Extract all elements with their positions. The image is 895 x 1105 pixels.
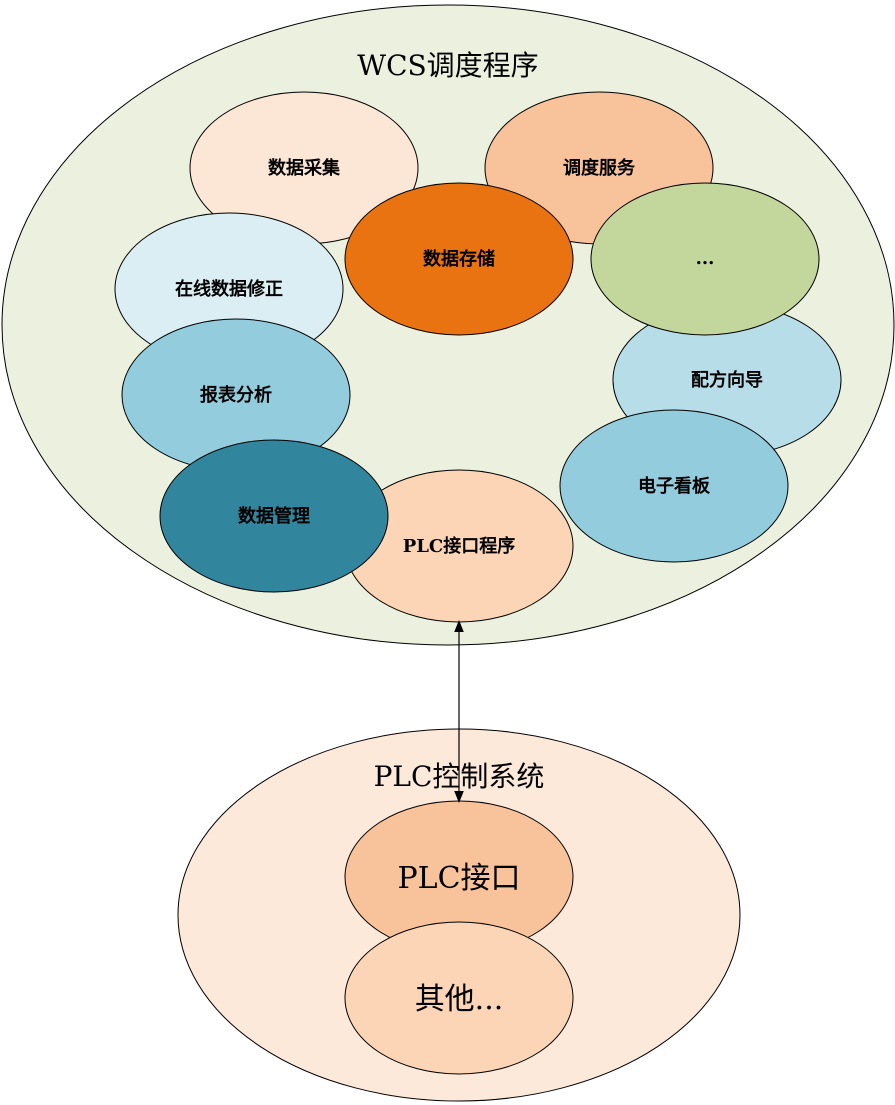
others-node (344, 921, 574, 1075)
wcs-scheduler-title: WCS调度程序 (357, 49, 538, 82)
more-modules-node (590, 182, 820, 336)
report-analysis-label: 报表分析 (200, 384, 272, 406)
data-management-node (159, 439, 389, 593)
data-storage-label: 数据存储 (423, 248, 495, 270)
others-label: 其他... (415, 982, 504, 1017)
data-storage-node (344, 182, 574, 336)
data-management-label: 数据管理 (238, 505, 310, 527)
e-kanban-node (559, 409, 789, 563)
dispatch-service-label: 调度服务 (563, 157, 636, 179)
more-modules-label: ... (696, 248, 715, 269)
recipe-wizard-label: 配方向导 (691, 369, 763, 391)
e-kanban-label: 电子看板 (638, 475, 711, 497)
online-correction-label: 在线数据修正 (175, 278, 283, 300)
plc-interface-label: PLC接口 (397, 861, 520, 896)
data-collection-label: 数据采集 (268, 157, 341, 179)
wcs-scheduler-group: WCS调度程序 数据采集 调度服务 在线数据修正 数据存储 配方向导 ... 报… (1, 4, 895, 646)
plc-interface-program-label: PLC接口程序 (403, 535, 516, 557)
